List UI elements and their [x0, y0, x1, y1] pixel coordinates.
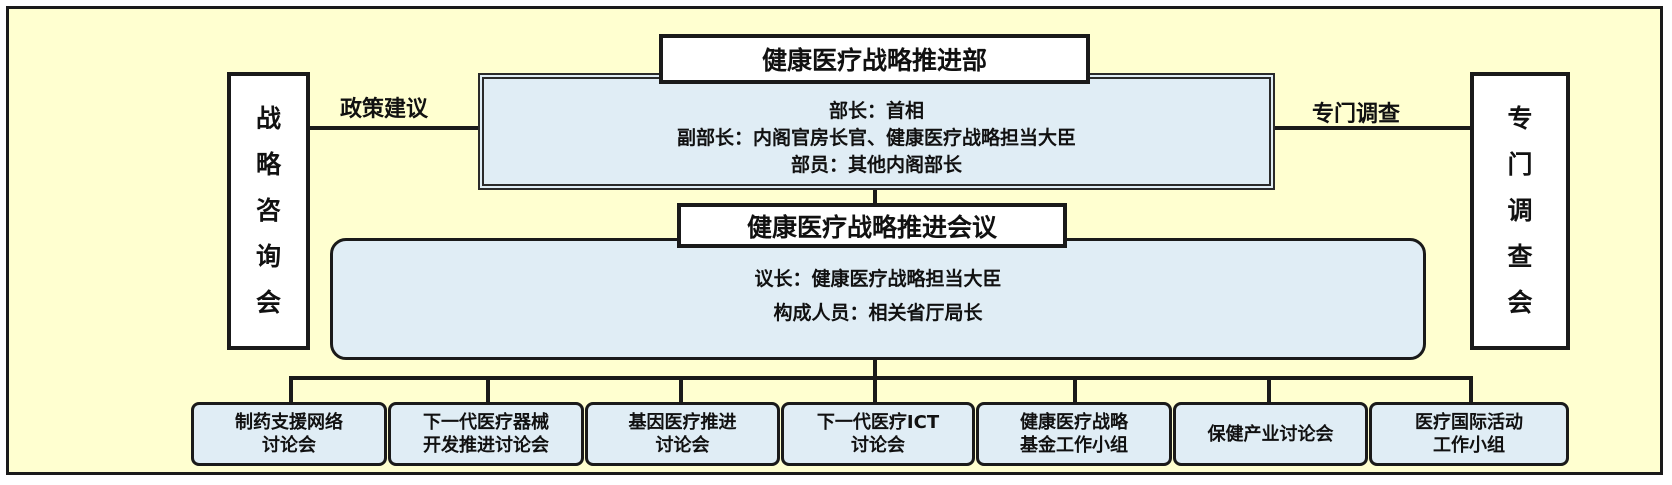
connector-sub-2: [486, 376, 490, 404]
subgroup-international-activity: 医疗国际活动 工作小组: [1369, 402, 1569, 466]
special-investigation-link-label: 专门调查: [1312, 102, 1401, 127]
connector-sub-5: [1073, 376, 1077, 404]
department-title: 健康医疗战略推进部: [659, 34, 1090, 84]
connector-subgroup-bus: [289, 376, 1473, 380]
policy-advice-label: 政策建议: [340, 97, 429, 122]
subgroup-next-gen-devices: 下一代医疗器械 开发推进讨论会: [388, 402, 584, 466]
subgroup-healthcare-industry: 保健产业讨论会: [1173, 402, 1368, 466]
subgroup-next-gen-ict: 下一代医疗ICT 讨论会: [781, 402, 975, 466]
special-investigation-label: 专门调查会: [1507, 104, 1533, 317]
connector-sub-3: [679, 376, 683, 404]
strategic-advisory-box: 战略咨询会: [227, 72, 310, 350]
connector-council-trunk: [873, 356, 877, 378]
connector-sub-4: [873, 376, 877, 404]
subgroup-strategy-fund: 健康医疗战略 基金工作小组: [976, 402, 1172, 466]
connector-sub-7: [1469, 376, 1473, 404]
department-line-members: 部员：其他内阁部长: [790, 154, 962, 176]
department-box: 部长：首相 副部长：内阁官房长官、健康医疗战略担当大臣 部员：其他内阁部长: [478, 73, 1275, 190]
connector-right: [1272, 126, 1472, 130]
subgroup-pharma-support: 制药支援网络 讨论会: [191, 402, 387, 466]
council-line-chair: 议长：健康医疗战略担当大臣: [754, 268, 1002, 290]
connector-dept-council: [873, 188, 877, 210]
council-line-members: 构成人员：相关省厅局长: [773, 302, 983, 324]
department-line-deputy: 副部长：内阁官房长官、健康医疗战略担当大臣: [676, 127, 1076, 149]
council-title: 健康医疗战略推进会议: [677, 203, 1067, 248]
subgroup-genomic-medicine: 基因医疗推进 讨论会: [585, 402, 780, 466]
connector-left: [308, 126, 478, 130]
department-line-minister: 部长：首相: [828, 100, 924, 122]
council-box: 议长：健康医疗战略担当大臣 构成人员：相关省厅局长: [330, 238, 1426, 360]
connector-sub-6: [1267, 376, 1271, 404]
connector-sub-1: [289, 376, 293, 404]
strategic-advisory-label: 战略咨询会: [256, 104, 282, 317]
special-investigation-box: 专门调查会: [1470, 72, 1570, 350]
